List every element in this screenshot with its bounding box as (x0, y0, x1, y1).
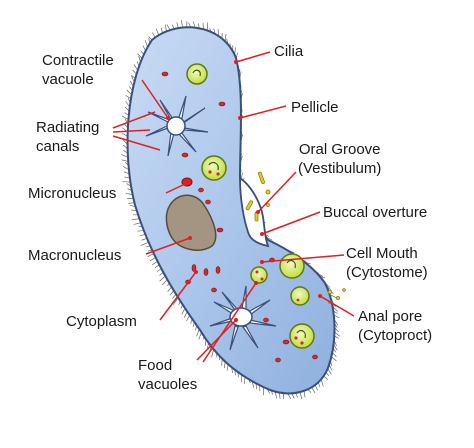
cilium (133, 222, 141, 225)
label-contractile-line1: Contractile (42, 52, 114, 69)
label-food-line1: Food (138, 357, 173, 374)
cilium (181, 308, 186, 315)
label-buccal-overture: Buccal overture (323, 204, 428, 221)
cilium (183, 311, 188, 318)
label-mouth-line2: (Cytostome) (346, 264, 428, 281)
label-anal-line2: (Cytoproct) (358, 327, 433, 344)
label-food-line2: vacuoles (138, 376, 198, 393)
cilium (181, 20, 183, 28)
cilium (166, 24, 171, 31)
yellow-particles (245, 171, 346, 304)
food-vacuole-dots (208, 170, 304, 345)
cilium (161, 279, 168, 286)
cilium (165, 24, 167, 32)
leader-lines (112, 51, 355, 363)
cilium (299, 391, 303, 400)
contractile-vacuole-upper (145, 95, 209, 157)
cytoplasm-granules (161, 71, 318, 363)
label-radiating-line1: Radiating (36, 119, 100, 136)
label-cell-mouth: Cell Mouth (Cytostome) (346, 244, 428, 282)
contractile-vacuole-lower (209, 285, 277, 351)
cilium (149, 257, 156, 262)
label-food-vacuoles: Food vacuoles (138, 356, 197, 394)
cilium (147, 253, 154, 258)
cilium (137, 230, 144, 232)
food-vacuole-contents (192, 69, 306, 339)
cilium (159, 275, 166, 282)
label-radiating-line2: canals (36, 138, 80, 155)
label-anal-line1: Anal pore (358, 308, 423, 325)
label-contractile-vacuole: Contractile vacuole (42, 51, 114, 89)
label-oral-groove: Oral Groove (Vestibulum) (298, 140, 381, 178)
cilium (211, 349, 215, 358)
cilium (122, 180, 131, 183)
macronucleus (165, 194, 217, 251)
cilium (140, 241, 149, 246)
cilium (151, 260, 158, 266)
label-oral-line1: Oral Groove (298, 141, 381, 158)
cilium (155, 28, 160, 36)
label-macronucleus: Macronucleus (28, 247, 122, 264)
oral-groove (239, 176, 270, 248)
label-contractile-line2: vacuole (42, 71, 94, 88)
cilium (311, 387, 316, 394)
cilium (121, 115, 129, 120)
label-pellicle: Pellicle (291, 99, 339, 116)
cilium (128, 202, 135, 204)
cilium (131, 218, 140, 221)
label-mouth-line1: Cell Mouth (346, 245, 418, 262)
cilium (196, 328, 200, 337)
label-oral-line2: (Vestibulum) (298, 160, 382, 177)
cilium (303, 390, 306, 398)
label-cilia: Cilia (274, 43, 304, 60)
cilium (243, 376, 246, 385)
label-anal-pore: Anal pore (Cytoproct) (358, 307, 432, 345)
label-cytoplasm: Cytoplasm (66, 313, 137, 330)
leader-dots (166, 60, 322, 322)
cilium (172, 297, 179, 305)
cilium (198, 332, 202, 340)
cilium (125, 192, 133, 195)
label-micronucleus: Micronucleus (28, 185, 117, 202)
label-radiating-canals: Radiating canals (36, 118, 99, 156)
